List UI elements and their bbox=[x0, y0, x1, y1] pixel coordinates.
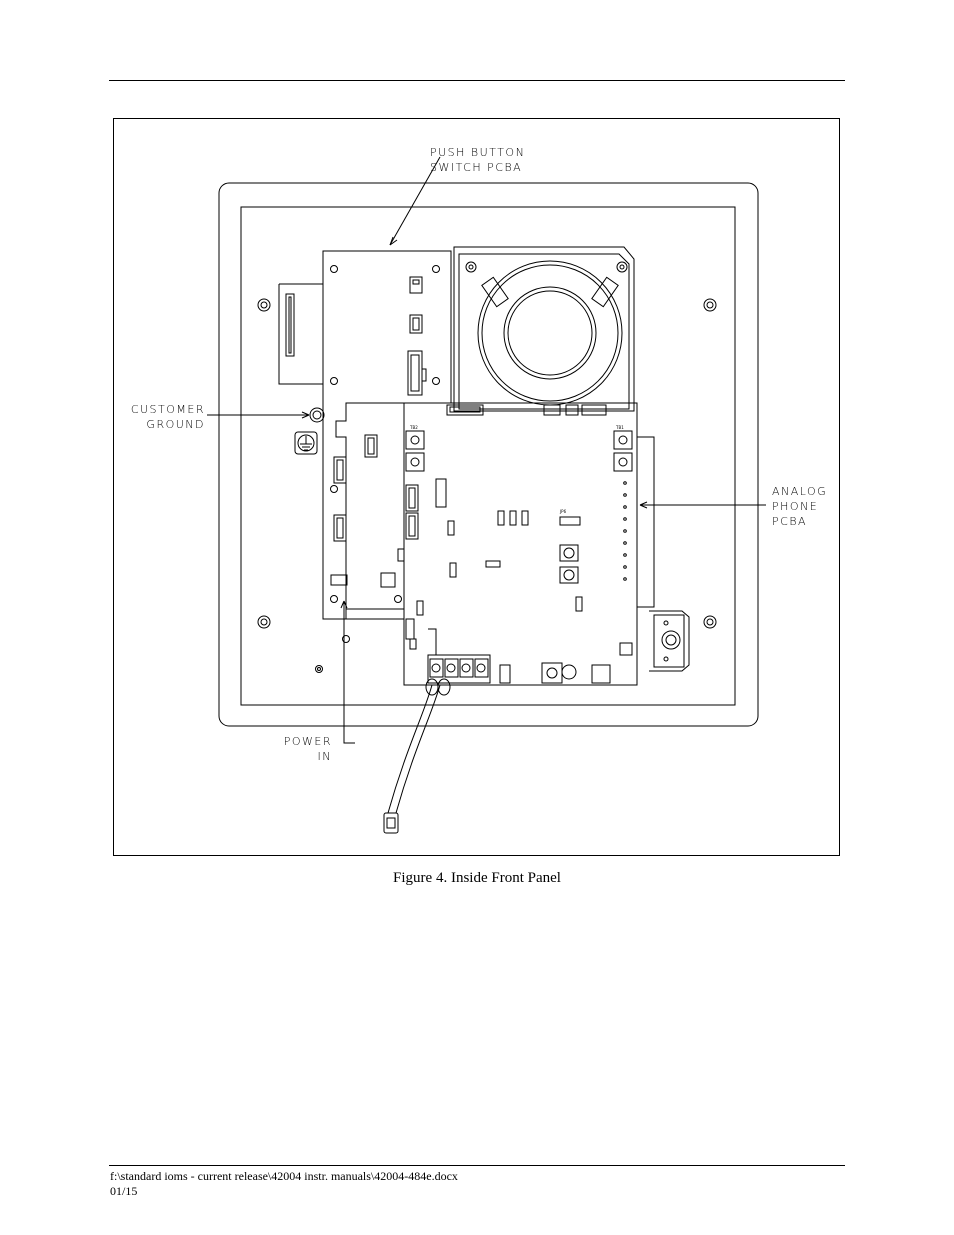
panel-screws bbox=[257, 298, 717, 673]
footer-rule bbox=[109, 1165, 845, 1166]
speaker bbox=[453, 246, 635, 412]
push-button-pcba bbox=[322, 250, 452, 620]
pcb-silk-tb: TB2 bbox=[409, 425, 418, 430]
label-analog-phone-3: PCBA bbox=[772, 515, 807, 528]
label-analog-phone-2: PHONE bbox=[772, 500, 818, 513]
label-customer-ground-1: CUSTOMER bbox=[131, 403, 205, 416]
inner-panel bbox=[240, 206, 736, 706]
right-jack bbox=[649, 610, 690, 672]
figure-caption: Figure 4. Inside Front Panel bbox=[393, 870, 561, 886]
label-power-in-2: IN bbox=[318, 750, 332, 763]
callout-leaders bbox=[207, 156, 766, 744]
label-push-button-1: PUSH BUTTON bbox=[430, 146, 525, 159]
ribbon-connector bbox=[278, 283, 323, 385]
customer-ground bbox=[294, 407, 325, 455]
label-analog-phone-1: ANALOG bbox=[772, 485, 827, 498]
label-power-in-1: POWER bbox=[284, 735, 332, 748]
enclosure-outline bbox=[218, 182, 759, 727]
footer-file-path: f:\standard ioms - current release\42004… bbox=[110, 1169, 458, 1183]
analog-phone-pcba bbox=[403, 402, 655, 696]
header-rule bbox=[109, 80, 845, 81]
inside-front-panel-drawing: TB2 TB1 JP6 PUSH BUTTON SWITCH PCBA CUST… bbox=[131, 146, 827, 834]
phone-cord bbox=[383, 684, 441, 834]
pcb-silk-tb: TB1 bbox=[615, 425, 624, 430]
figure-frame: TB2 TB1 JP6 PUSH BUTTON SWITCH PCBA CUST… bbox=[113, 118, 840, 856]
pcb-silk-jp: JP6 bbox=[559, 509, 567, 514]
footer-date: 01/15 bbox=[110, 1184, 138, 1198]
label-customer-ground-2: GROUND bbox=[146, 418, 205, 431]
label-push-button-2: SWITCH PCBA bbox=[430, 161, 522, 174]
